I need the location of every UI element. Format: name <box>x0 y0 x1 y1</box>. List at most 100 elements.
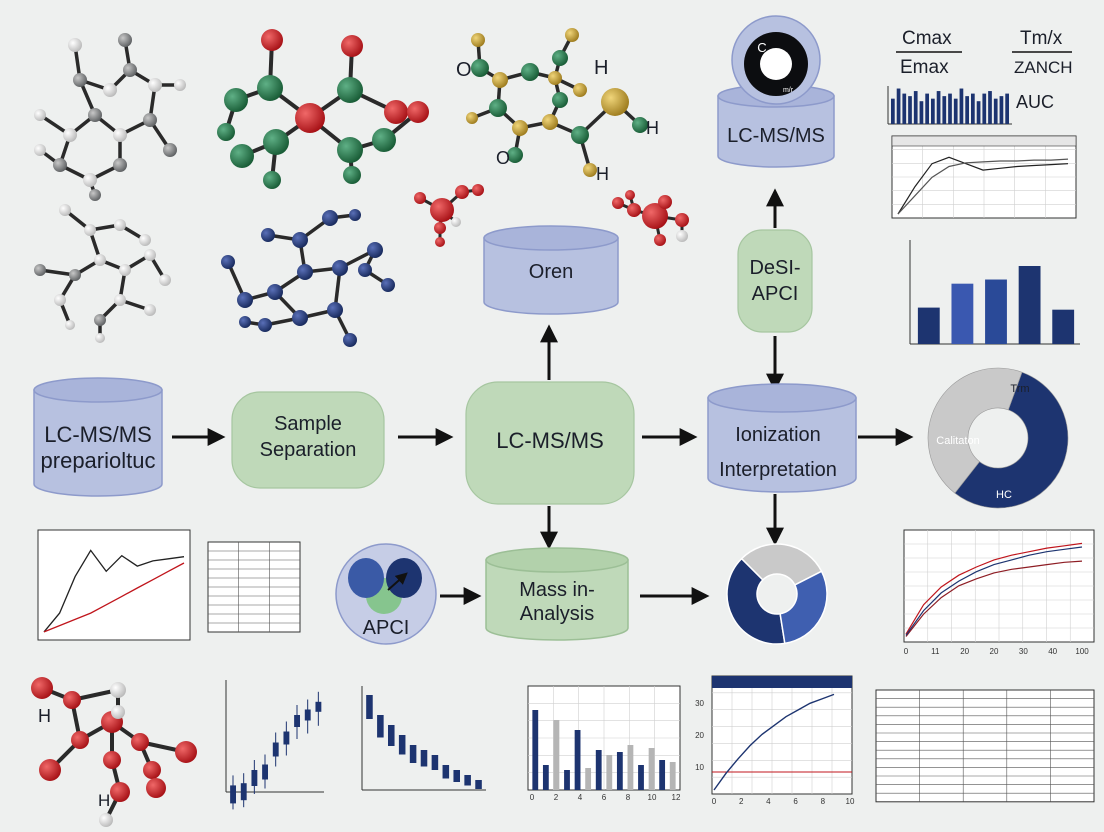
tick-label: 4 <box>578 793 583 802</box>
apci-label: APCI <box>363 617 410 639</box>
bar-mark <box>585 768 592 790</box>
ring-letter: C <box>757 40 766 55</box>
chart-top-right-lines <box>891 135 1077 219</box>
bar-mark <box>908 96 912 124</box>
donut-label-center: Calitaton <box>936 435 979 447</box>
tick-label: 12 <box>672 793 681 802</box>
cylinder-oren: Oren <box>483 225 619 315</box>
tick-label: 0 <box>530 793 535 802</box>
bar-mark <box>464 775 471 786</box>
bar-mark <box>919 101 924 124</box>
molecule-top-left <box>34 33 186 201</box>
cylinder-prep: LC-MS/MS preparioltuc <box>33 377 163 497</box>
pie-slice <box>740 543 823 586</box>
bar-mark <box>982 93 987 124</box>
tick-label: 30 <box>1019 647 1028 656</box>
atom-label-o1: O <box>456 59 472 81</box>
chart-auc-bars <box>887 86 1012 125</box>
series-line <box>905 546 1083 636</box>
bar-mark <box>925 93 929 124</box>
bar-mark <box>985 279 1007 344</box>
bar-mark <box>627 745 634 790</box>
pk-cmax: Cmax <box>902 28 952 49</box>
chart-frame <box>711 675 853 795</box>
series-line <box>897 156 1069 215</box>
bar-mark <box>993 98 998 124</box>
pk-emax: Emax <box>900 57 949 78</box>
tick-label: 8 <box>626 793 631 802</box>
bar-mark <box>999 96 1004 124</box>
tick-label: 20 <box>960 647 969 656</box>
bar-mark <box>1052 309 1075 344</box>
bar-mark <box>959 88 964 124</box>
bar-mark <box>442 765 450 779</box>
ring-sub: m/r <box>783 87 794 94</box>
bar-mark <box>931 98 935 124</box>
tick-label: 4 <box>766 797 771 806</box>
box-desi-line2: APCI <box>752 283 799 305</box>
atom-label-h1: H <box>594 57 608 79</box>
molecule-red-small-2 <box>612 190 689 246</box>
table-frame <box>875 689 1095 803</box>
tick-label: 2 <box>554 793 559 802</box>
cylinder-ionization: Ionization Interpretation <box>707 383 857 493</box>
chart-candle-bars <box>225 680 324 810</box>
box-desi-apci: DeSI- APCI <box>737 229 813 333</box>
bar-mark <box>431 755 439 770</box>
bar-mark <box>1018 266 1041 344</box>
series-line <box>897 158 1069 215</box>
chart-right-bars <box>909 240 1080 345</box>
cylinder-mass: Mass in- Analysis <box>485 547 629 641</box>
cylinder-oren-label: Oren <box>529 261 573 283</box>
pk-tmax: Tm/x <box>1020 28 1063 49</box>
tick-label: 2 <box>739 797 744 806</box>
bar-mark <box>398 735 406 755</box>
cylinder-ionization-line2: Interpretation <box>719 459 837 481</box>
series-line <box>43 549 185 633</box>
bar-mark <box>638 765 644 790</box>
bar-mark <box>965 96 969 124</box>
bar-mark <box>976 101 981 124</box>
tick-label: 11 <box>931 647 940 656</box>
atom-label-h2: H <box>646 118 659 138</box>
table-left <box>207 541 301 633</box>
molecule-red-bottom: H H <box>31 677 197 827</box>
chart-small-donut <box>726 543 828 645</box>
pie-slice <box>726 557 786 645</box>
molecule-gold-green: O H H O H <box>456 28 659 184</box>
flow-arrows <box>172 188 914 605</box>
atom-label-o2: O <box>496 148 510 168</box>
tick-label: 0 <box>904 647 909 656</box>
tick-label: 0 <box>712 797 717 806</box>
bar-mark <box>553 720 560 790</box>
bar-mark <box>388 725 395 746</box>
bar-mark <box>896 88 901 124</box>
bar-mark <box>988 91 992 124</box>
table-right <box>875 689 1095 803</box>
molecule-navy <box>221 209 395 347</box>
bar-mark <box>659 760 666 790</box>
tick-label: 30 <box>695 699 704 708</box>
donut-label-top: Trm <box>1010 383 1029 395</box>
bar-mark <box>606 755 613 790</box>
bar-mark <box>377 715 384 738</box>
pk-anch: ZANCH <box>1014 58 1073 77</box>
chart-header-band <box>712 676 852 688</box>
bar-mark <box>453 770 460 782</box>
bar-mark <box>648 748 655 790</box>
bar-mark <box>564 770 570 790</box>
tick-label: 20 <box>695 731 704 740</box>
bar-mark <box>913 91 918 124</box>
box-sample-separation: Sample Separation <box>231 391 385 489</box>
bar-mark <box>902 93 907 124</box>
tick-label: 6 <box>602 793 607 802</box>
atom-label-h4: H <box>38 706 51 726</box>
cylinder-mass-line2: Analysis <box>520 603 594 625</box>
tick-label: 40 <box>1048 647 1057 656</box>
tick-label: 10 <box>846 797 855 806</box>
bar-mark <box>891 98 895 124</box>
bar-mark <box>532 710 539 790</box>
pk-auc: AUC <box>1016 92 1054 112</box>
